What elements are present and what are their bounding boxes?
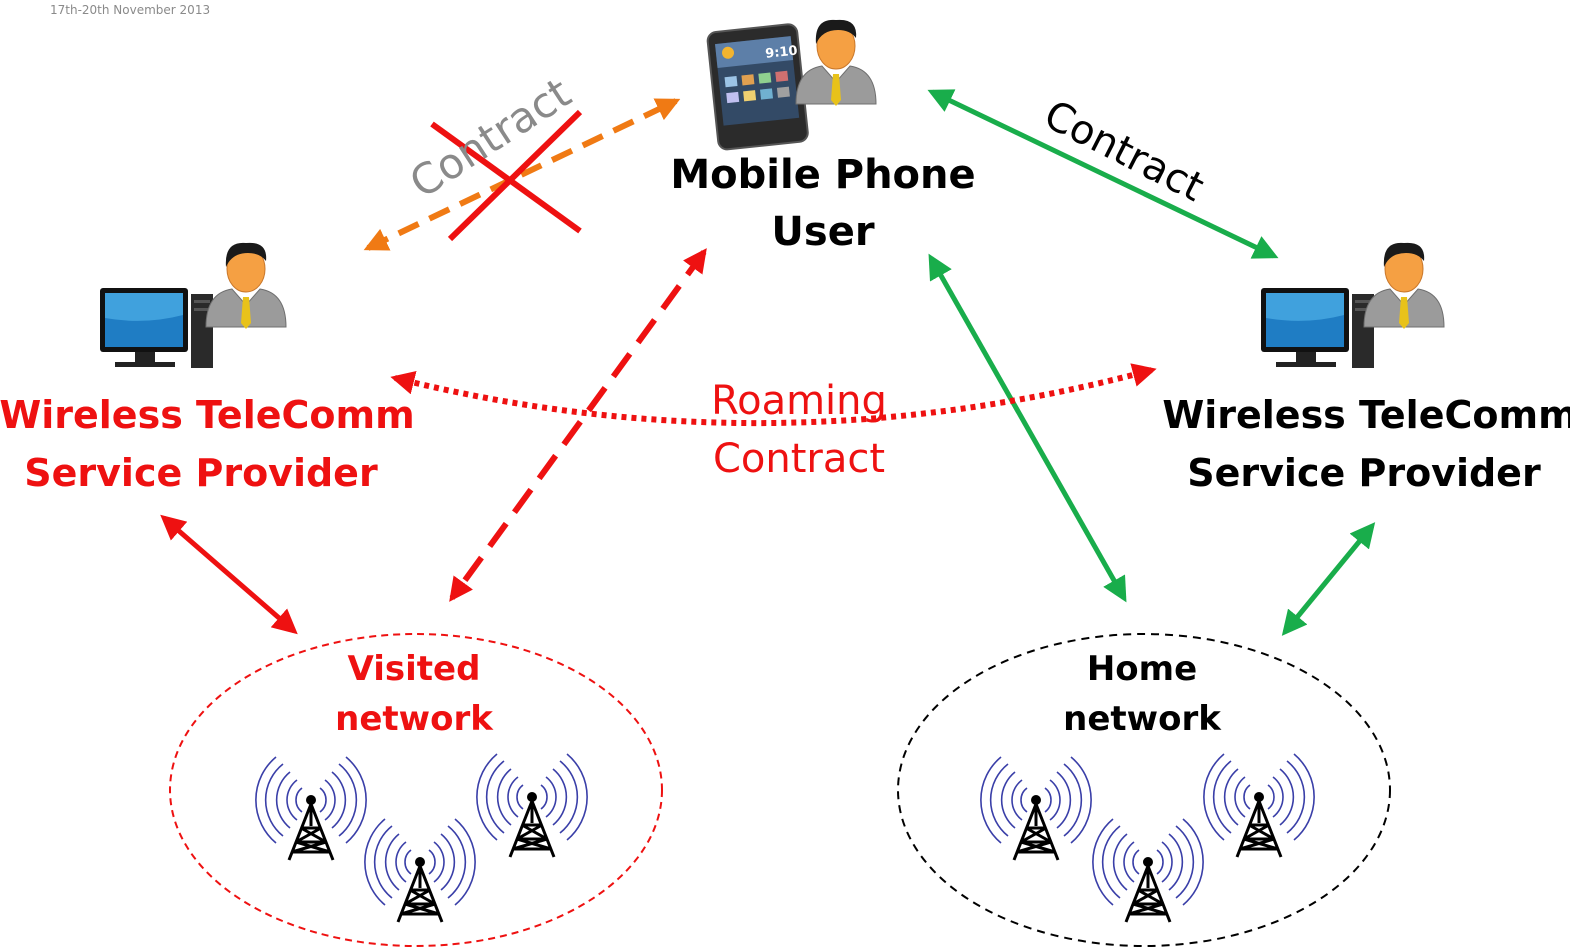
visited-network-label-line1: Visited xyxy=(348,649,481,689)
roaming-label-line2: Contract xyxy=(713,436,885,482)
person-icon xyxy=(205,242,287,330)
user-home-network-arrow xyxy=(928,253,1127,603)
home-contract-arrow xyxy=(927,89,1279,259)
antenna-tower-icon xyxy=(254,755,368,862)
antenna-tower-icon xyxy=(1091,817,1205,924)
visited-network-antennas xyxy=(254,752,589,924)
smartphone-icon: 9:10 xyxy=(706,23,809,151)
roaming-contract-arrow xyxy=(390,363,1157,427)
right-provider-label-line2: Service Provider xyxy=(1187,451,1541,495)
user-visited-network-arrow xyxy=(449,248,707,602)
void-contract-arrow xyxy=(363,98,681,251)
header-date: 17th-20th November 2013 xyxy=(50,3,210,17)
antenna-tower-icon xyxy=(475,752,589,859)
left-provider-label-line2: Service Provider xyxy=(24,451,378,495)
computer-icon xyxy=(1261,288,1374,368)
person-icon xyxy=(1363,242,1445,330)
roaming-label-line1: Roaming xyxy=(711,378,887,424)
antenna-tower-icon xyxy=(363,817,477,924)
computer-icon xyxy=(100,288,213,368)
home-network-label-line1: Home xyxy=(1087,649,1197,689)
antenna-tower-icon xyxy=(1202,752,1316,859)
home-provider-network-arrow xyxy=(1281,522,1376,636)
visited-provider-network-arrow xyxy=(160,514,298,635)
cross-icon xyxy=(430,109,583,242)
home-network-boundary xyxy=(897,633,1391,947)
left-provider-label-line1: Wireless TeleComm xyxy=(0,393,415,437)
right-provider-label-line1: Wireless TeleComm xyxy=(1162,393,1570,437)
antenna-tower-icon xyxy=(979,755,1093,862)
visited-network-boundary xyxy=(169,633,663,947)
person-icon xyxy=(795,19,877,107)
home-contract-label: Contract xyxy=(1037,92,1211,211)
user-label-line1: Mobile Phone xyxy=(670,152,975,198)
phone-time: 9:10 xyxy=(765,44,799,62)
home-network-antennas xyxy=(979,752,1316,924)
visited-network-label-line2: network xyxy=(335,699,494,739)
home-network-label-line2: network xyxy=(1063,699,1222,739)
user-label-line2: User xyxy=(771,209,874,255)
